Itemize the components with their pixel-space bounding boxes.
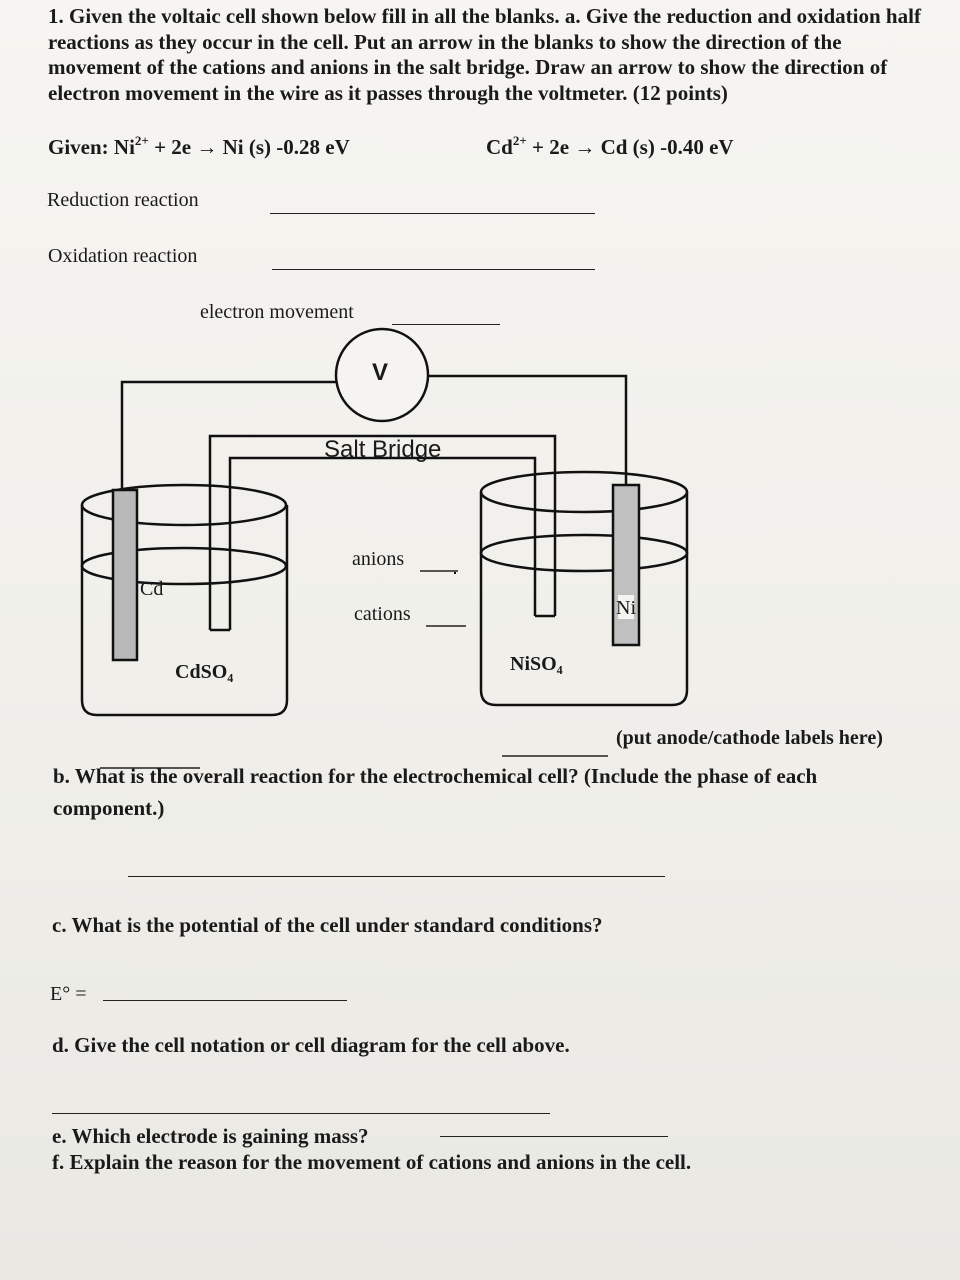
anode-cathode-note: (put anode/cathode labels here) xyxy=(616,727,883,749)
right-beaker xyxy=(479,492,689,707)
cd-electrode-label: Cd xyxy=(140,578,164,600)
left-solution-label: CdSO₄ xyxy=(175,661,234,683)
voltmeter-label: V xyxy=(372,359,389,386)
oxidation-label: Oxidation reaction xyxy=(48,245,198,267)
ni-ion: Ni xyxy=(113,135,135,159)
e0-answer-blank[interactable] xyxy=(103,1000,347,1001)
cd-half-rest: + 2e → Cd (s) -0.40 eV xyxy=(526,135,734,159)
part-e-answer-blank[interactable] xyxy=(440,1136,668,1137)
given-ni-half-reaction: Given: Ni2+ + 2e → Ni (s) -0.28 eV xyxy=(48,133,350,160)
left-beaker xyxy=(80,505,289,717)
electron-movement-label: electron movement xyxy=(200,301,354,323)
given-label: Given: xyxy=(48,135,109,159)
right-solution-label: NiSO₄ xyxy=(510,653,563,675)
part-b-answer-blank[interactable] xyxy=(128,876,665,877)
question-intro: 1. Given the voltaic cell shown below fi… xyxy=(48,4,921,105)
cd-charge: 2+ xyxy=(512,133,527,148)
electron-movement-blank[interactable] xyxy=(392,324,500,325)
right-beaker-rim xyxy=(479,470,689,514)
cd-electrode xyxy=(111,488,139,662)
salt-bridge-label: Salt Bridge xyxy=(324,436,442,463)
part-d-question: d. Give the cell notation or cell diagra… xyxy=(52,1033,570,1057)
cations-label: cations xyxy=(354,603,411,625)
oxidation-answer-blank[interactable] xyxy=(272,269,595,270)
voltmeter-circle xyxy=(334,327,430,423)
salt-bridge-outer xyxy=(208,434,557,630)
left-beaker-rim xyxy=(80,483,288,527)
ni-half-rest: + 2e → Ni (s) -0.28 eV xyxy=(148,135,350,159)
reduction-label: Reduction reaction xyxy=(47,189,199,211)
right-solution-surface xyxy=(479,533,689,573)
wire-right xyxy=(428,374,628,515)
ni-charge: 2+ xyxy=(134,133,149,148)
part-b-question: b. What is the overall reaction for the … xyxy=(53,764,818,820)
part-d-answer-blank[interactable] xyxy=(52,1113,550,1114)
part-f-question: f. Explain the reason for the movement o… xyxy=(52,1150,692,1174)
wire-left xyxy=(120,380,336,515)
e0-label: E° = xyxy=(50,983,87,1005)
reduction-answer-blank[interactable] xyxy=(270,213,595,214)
part-c-question: c. What is the potential of the cell und… xyxy=(52,913,603,937)
given-cd-half-reaction: Cd2+ + 2e → Cd (s) -0.40 eV xyxy=(486,133,734,160)
anions-label: anions xyxy=(352,548,405,570)
left-solution-surface xyxy=(80,546,288,586)
part-e-question: e. Which electrode is gaining mass? xyxy=(52,1124,369,1148)
ni-electrode xyxy=(611,483,641,647)
ni-electrode-label: Ni xyxy=(616,597,636,619)
cd-ion: Cd xyxy=(486,135,513,159)
